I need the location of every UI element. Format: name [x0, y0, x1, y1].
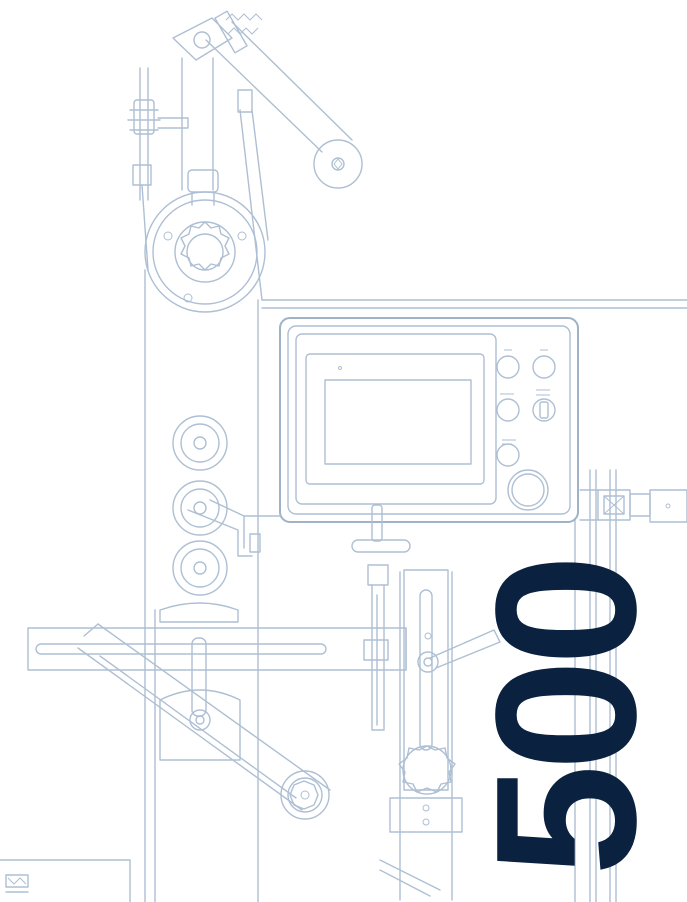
roller-stack	[159, 415, 281, 623]
main-frame	[0, 269, 687, 902]
center-spindle	[351, 504, 411, 731]
vertical-slide	[379, 569, 501, 901]
horizontal-guide	[27, 627, 407, 671]
upper-arm-assembly	[127, 10, 363, 313]
right-unit	[579, 489, 687, 523]
diagonal-arm	[77, 623, 331, 820]
control-panel	[279, 317, 579, 523]
